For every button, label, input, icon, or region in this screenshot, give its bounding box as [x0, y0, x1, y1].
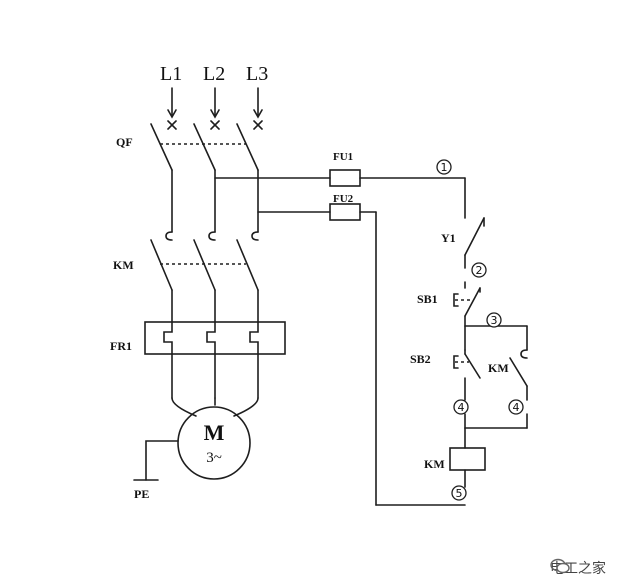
node-2-label: 2: [476, 264, 483, 277]
node-marker-4b: 4: [508, 399, 524, 415]
label-km-coil: KM: [424, 457, 445, 471]
node-marker-3: 3: [486, 312, 502, 328]
node-marker-4a: 4: [453, 399, 469, 415]
incoming-phase-arrows: [167, 87, 263, 119]
branch-node-3: [464, 325, 528, 351]
node-4b-label: 4: [513, 401, 520, 414]
node-1-label: 1: [441, 161, 448, 174]
switch-y1: [464, 217, 485, 269]
label-fu1: FU1: [333, 151, 353, 163]
fuse-fu1: [329, 169, 361, 187]
label-fu2: FU2: [333, 193, 354, 205]
contact-km-aux: [509, 349, 528, 401]
label-pe: PE: [134, 487, 149, 501]
contactor-km-main: [150, 231, 259, 323]
chat-bubble-icon: [550, 558, 570, 574]
watermark: 电工之家: [550, 558, 606, 578]
label-sb2: SB2: [410, 352, 431, 366]
label-y1: Y1: [441, 231, 456, 245]
ground-pe: [133, 440, 179, 481]
thermal-relay-fr1: [144, 321, 286, 417]
motor-letter: M: [204, 420, 225, 445]
label-l3: L3: [246, 63, 268, 85]
node-5-label: 5: [456, 487, 463, 500]
merge-node-4: [464, 413, 528, 449]
label-km-main: KM: [113, 258, 134, 272]
node-marker-5: 5: [451, 485, 467, 501]
control-supply-taps: [214, 177, 331, 213]
label-qf: QF: [116, 135, 133, 149]
node-3-label: 3: [491, 314, 498, 327]
motor: M 3~: [177, 406, 251, 480]
label-fr1: FR1: [110, 339, 132, 353]
label-l1: L1: [160, 63, 182, 85]
button-sb2: [453, 349, 481, 401]
fuse-fu2: [329, 203, 361, 221]
node-marker-2: 2: [471, 262, 487, 278]
breaker-qf: [150, 120, 263, 233]
label-km-aux: KM: [488, 361, 509, 375]
coil-km: [449, 447, 486, 488]
label-sb1: SB1: [417, 292, 438, 306]
button-sb1: [453, 281, 481, 327]
motor-type: 3~: [206, 450, 222, 466]
node-marker-1: 1: [436, 159, 452, 175]
control-wiring: [359, 177, 466, 506]
node-4a-label: 4: [458, 401, 465, 414]
label-l2: L2: [203, 63, 225, 85]
